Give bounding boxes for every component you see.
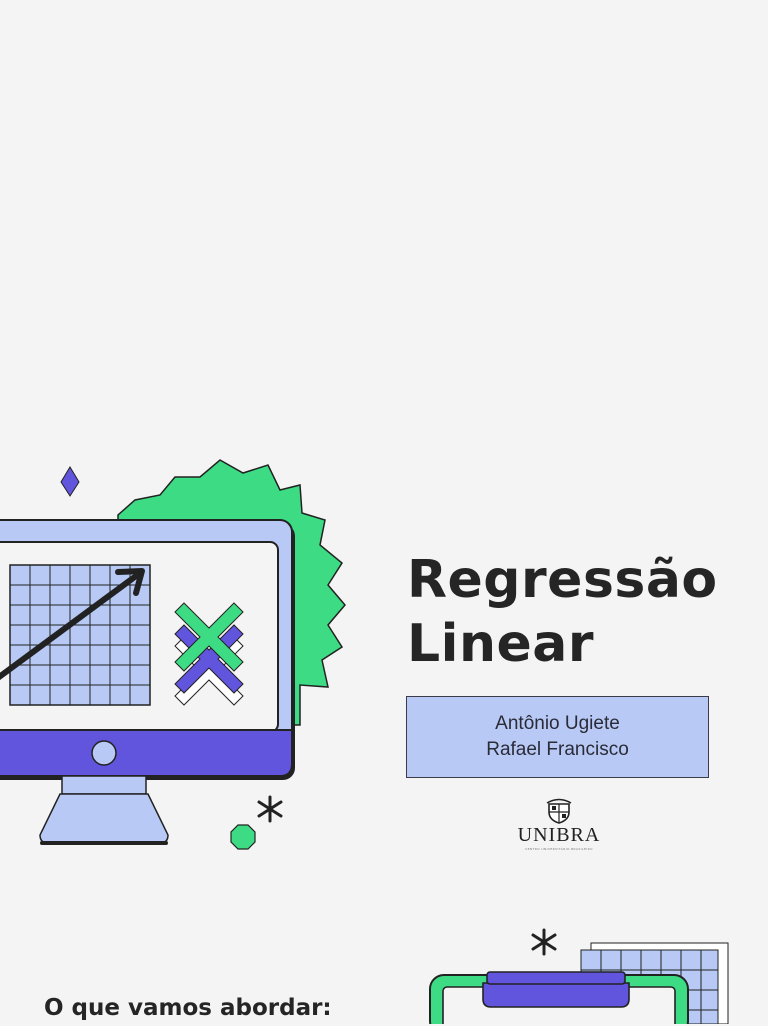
page-title: Regressão Linear: [407, 548, 747, 676]
unibra-logo: UNIBRA CENTRO UNIVERSITÁRIO BRASILEIRO: [510, 798, 608, 852]
asterisk-icon: [531, 928, 557, 956]
author-name: Antônio Ugiete: [495, 713, 620, 734]
diamond-icon: [60, 466, 80, 497]
logo-subtitle: CENTRO UNIVERSITÁRIO BRASILEIRO: [525, 847, 593, 851]
computer-monitor-chart-illustration: [0, 459, 346, 850]
section-heading: O que vamos abordar:: [44, 995, 332, 1021]
x-mark-icon: [174, 602, 244, 706]
clipboard-icon: [429, 971, 689, 1024]
crest-icon: [546, 798, 572, 824]
power-button: [91, 740, 117, 766]
author-name: Rafael Francisco: [486, 739, 629, 760]
asterisk-icon: [257, 795, 283, 823]
trend-arrow-icon: [0, 568, 145, 681]
title-line-1: Regressão: [407, 550, 718, 610]
authors-box: Antônio Ugiete Rafael Francisco: [406, 696, 709, 778]
title-line-2: Linear: [407, 614, 594, 674]
clipboard-illustration: [429, 928, 729, 1024]
logo-wordmark: UNIBRA: [517, 824, 601, 846]
grid-chart: [9, 564, 151, 706]
octagon-shape: [230, 824, 256, 850]
